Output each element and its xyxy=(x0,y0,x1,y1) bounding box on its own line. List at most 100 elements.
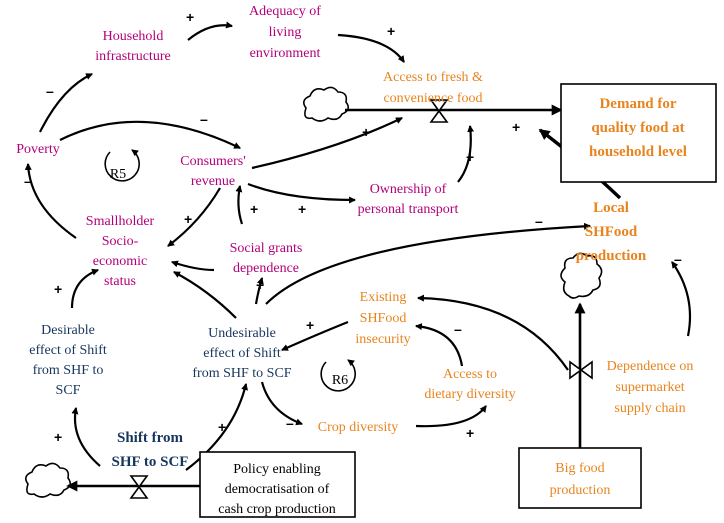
node-label-line: Local xyxy=(593,200,629,216)
node-label-line: Socio- xyxy=(102,234,139,249)
edge-poverty-to-consumers xyxy=(59,120,241,149)
edge-desirable-to-smallholder xyxy=(70,268,99,309)
node-label-line: Household xyxy=(103,29,164,44)
sign-shift-desirable: + xyxy=(54,429,62,445)
sign-undesirable-crop: – xyxy=(286,415,294,431)
sign-crop-access-dietary: + xyxy=(466,425,474,441)
sign-smallholder-poverty: – xyxy=(24,173,32,189)
node-label-line: living xyxy=(269,25,302,40)
node-label-line: status xyxy=(104,274,136,289)
node-label-line: Smallholder xyxy=(86,214,155,229)
edge-shift-to-undesirable xyxy=(185,382,249,471)
sign-adequacy-access: + xyxy=(387,23,395,39)
node-label-line: convenience food xyxy=(383,91,482,106)
node-ownership-transport: Ownership of personal transport xyxy=(358,182,459,217)
node-label-line: production xyxy=(576,248,647,264)
node-label-line: dietary diversity xyxy=(424,387,515,402)
node-label-line: Shift from xyxy=(117,430,183,446)
node-label-line: Policy enabling xyxy=(233,462,321,477)
edge-social-to-smallholder xyxy=(171,260,215,272)
cloud-icon-top xyxy=(302,86,350,122)
node-label-line: production xyxy=(550,483,611,498)
sign-access-dietary-existing: – xyxy=(454,321,462,337)
valve-icon-shift xyxy=(129,475,149,499)
edge-ownership-to-access xyxy=(457,124,475,183)
node-label-line: environment xyxy=(250,46,321,61)
edge-undesirable-to-crop xyxy=(260,381,303,426)
node-label-line: SHFood xyxy=(360,311,407,326)
edge-poverty-to-household xyxy=(39,73,93,133)
node-label-line: cash crop production xyxy=(218,502,335,517)
node-label-line: quality food at xyxy=(591,120,684,136)
edge-dependence-to-local xyxy=(671,261,692,337)
sign-access-demand: + xyxy=(512,119,520,135)
node-label-line: household level xyxy=(589,144,687,160)
edge-consumers-to-ownership xyxy=(247,182,357,204)
node-label-line: Existing xyxy=(360,290,407,305)
loop-label-r6: R6 xyxy=(332,373,348,388)
sign-household-adequacy: + xyxy=(186,9,194,25)
edge-shift-to-desirable xyxy=(71,406,101,467)
sign-consumers-smallholder: + xyxy=(184,211,192,227)
big-food-box xyxy=(518,447,642,509)
node-consumers-revenue: Consumers'revenue xyxy=(180,154,246,189)
node-access-fresh-food: Access to fresh &convenience food xyxy=(383,70,483,106)
edge-access-dietary-to-existing xyxy=(414,323,464,367)
loop-label-r5: R5 xyxy=(110,167,126,182)
loop-marker-r6: R6 xyxy=(320,359,356,392)
node-label-line: Dependence on xyxy=(607,359,694,374)
node-demand-quality-food: Demand for quality food at household level xyxy=(589,96,687,160)
sign-desirable-smallholder: + xyxy=(54,281,62,297)
cloud-icon-bottom xyxy=(24,462,72,498)
edge-valve-to-existing xyxy=(416,294,569,371)
edge-undesirable-to-local xyxy=(265,222,592,305)
sign-consumers-ownership: + xyxy=(298,201,306,217)
valve-icon-demand xyxy=(429,99,449,123)
node-label-line: infrastructure xyxy=(95,49,170,64)
node-label-line: Demand for xyxy=(599,96,676,112)
node-label-line: Undesirable xyxy=(208,326,276,341)
sign-poverty-household: – xyxy=(46,83,54,99)
node-label-line: Adequacy of xyxy=(249,4,321,19)
edge-undesirable-to-social xyxy=(254,276,264,305)
cloud-icon-right xyxy=(560,252,603,299)
edge-consumers-to-access xyxy=(251,117,403,170)
node-label-line: revenue xyxy=(191,174,235,189)
node-label-line: Social grants xyxy=(230,241,303,256)
sign-consumers-access: + xyxy=(362,124,370,140)
node-poverty: Poverty xyxy=(16,142,60,157)
policy-box xyxy=(199,451,356,518)
demand-box xyxy=(560,83,717,183)
node-label-line: Big food xyxy=(555,461,604,476)
node-label-line: Poverty xyxy=(16,142,60,157)
node-label-line: SHF to SCF xyxy=(112,454,189,470)
sign-social-consumers: + xyxy=(250,201,258,217)
node-policy-enabling: Policy enabling democratisation of cash cr… xyxy=(218,462,335,517)
node-label-line: personal transport xyxy=(358,202,459,217)
loop-marker-r5: R5 xyxy=(104,149,140,182)
valve-icon-big-food xyxy=(569,360,593,380)
node-label-line: from SHF to xyxy=(33,363,104,378)
edge-adequacy-to-access xyxy=(337,33,405,63)
sign-shift-undesirable: + xyxy=(218,419,226,435)
sign-poverty-consumers: – xyxy=(200,111,208,127)
node-label-line: effect of Shift xyxy=(203,346,281,361)
node-crop-diversity: Crop diversity xyxy=(318,420,399,435)
sign-ownership-access: + xyxy=(466,149,474,165)
node-label-line: dependence xyxy=(233,261,299,276)
node-label-line: Crop diversity xyxy=(318,420,399,435)
sign-undesirable-local: – xyxy=(535,213,543,229)
node-label-line: supermarket xyxy=(615,380,684,395)
node-label-line: democratisation of xyxy=(225,482,330,497)
edge-smallholder-to-poverty xyxy=(24,162,77,239)
node-label-line: Ownership of xyxy=(370,182,447,197)
node-label-line: economic xyxy=(93,254,147,269)
